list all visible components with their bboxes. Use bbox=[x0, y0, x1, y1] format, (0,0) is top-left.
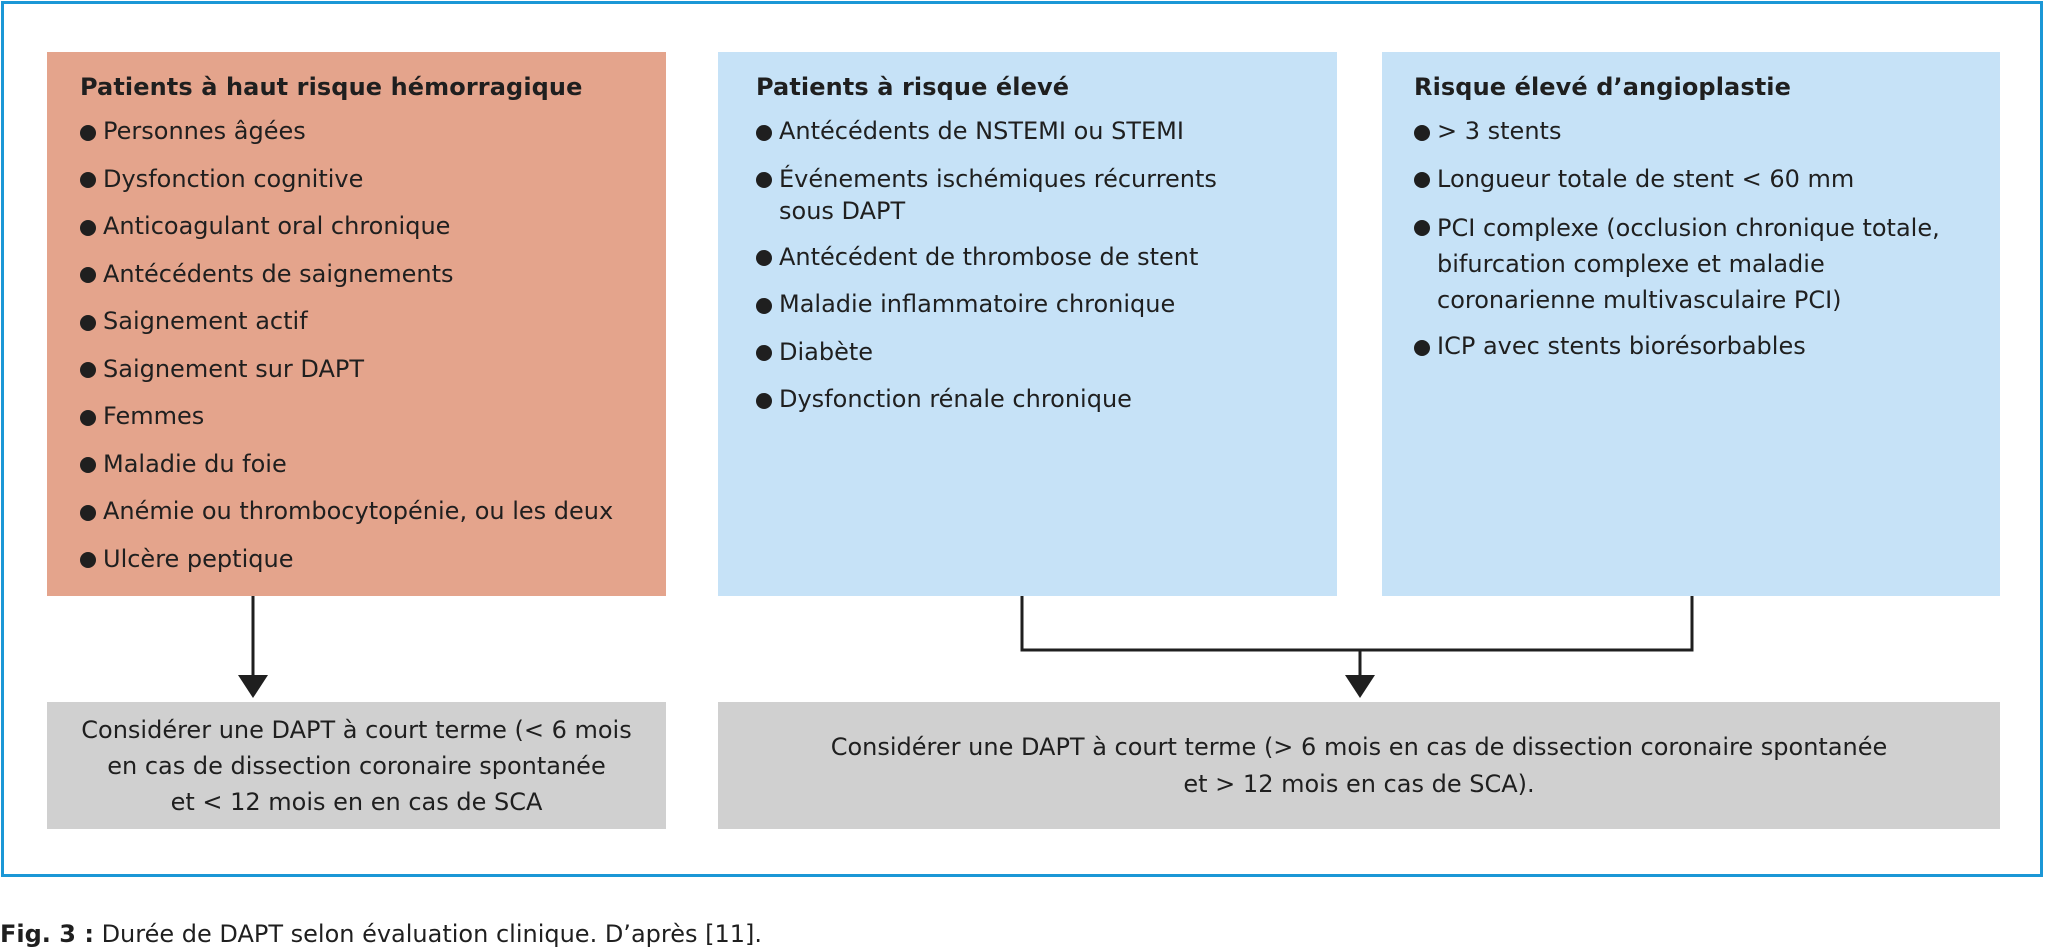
bleeding-risk-title: Patients à haut risque hémorragique bbox=[80, 73, 583, 101]
merge-arrowhead-icon bbox=[1345, 675, 1375, 698]
bleeding-risk-box: Patients à haut risque hémorragique Pers… bbox=[47, 52, 666, 596]
list-item: Personnes âgées bbox=[80, 115, 666, 147]
list-item: Saignement sur DAPT bbox=[80, 353, 666, 385]
list-item: Antécédents de NSTEMI ou STEMI bbox=[756, 115, 1337, 147]
bleeding-arrowhead-icon bbox=[238, 675, 268, 698]
list-item: PCI complexe (occlusion chronique totale… bbox=[1414, 210, 2000, 318]
figure-frame bbox=[1, 1, 2043, 877]
list-item: Antécédent de thrombose de stent bbox=[756, 241, 1337, 273]
list-item: > 3 stents bbox=[1414, 115, 2000, 147]
merge-bracket-line bbox=[1020, 596, 1694, 652]
list-item: Saignement actif bbox=[80, 305, 666, 337]
caption-label: Fig. 3 : bbox=[0, 920, 94, 948]
caption-text: Durée de DAPT selon évaluation clinique.… bbox=[93, 920, 763, 948]
list-item: Ulcère peptique bbox=[80, 543, 666, 575]
list-item: Dysfonction cognitive bbox=[80, 163, 666, 195]
list-item: Dysfonction rénale chronique bbox=[756, 383, 1337, 415]
bleeding-risk-list: Personnes âgées Dysfonction cognitive An… bbox=[80, 115, 666, 575]
list-item: Femmes bbox=[80, 400, 666, 432]
angioplasty-risk-list: > 3 stents Longueur totale de stent < 60… bbox=[1414, 115, 2000, 362]
long-dapt-result-box: Considérer une DAPT à court terme (> 6 m… bbox=[718, 702, 2000, 829]
list-item: Anémie ou thrombocytopénie, ou les deux bbox=[80, 495, 666, 527]
list-item: Maladie du foie bbox=[80, 448, 666, 480]
angioplasty-risk-title: Risque élevé d’angioplastie bbox=[1414, 73, 1791, 101]
short-dapt-result-box: Considérer une DAPT à court terme (< 6 m… bbox=[47, 702, 666, 829]
list-item: ICP avec stents biorésorbables bbox=[1414, 330, 2000, 362]
high-risk-title: Patients à risque élevé bbox=[756, 73, 1070, 101]
figure-caption: Fig. 3 : Durée de DAPT selon évaluation … bbox=[0, 918, 762, 950]
list-item: Diabète bbox=[756, 336, 1337, 368]
high-risk-box: Patients à risque élevé Antécédents de N… bbox=[718, 52, 1337, 596]
list-item: Maladie inflammatoire chronique bbox=[756, 288, 1337, 320]
list-item: Antécédents de saignements bbox=[80, 258, 666, 290]
angioplasty-risk-box: Risque élevé d’angioplastie > 3 stents L… bbox=[1382, 52, 2000, 596]
list-item: Longueur totale de stent < 60 mm bbox=[1414, 163, 2000, 195]
list-item: Événements ischémiques récurrents sous D… bbox=[756, 163, 1337, 227]
high-risk-list: Antécédents de NSTEMI ou STEMI Événement… bbox=[756, 115, 1337, 415]
list-item: Anticoagulant oral chronique bbox=[80, 210, 666, 242]
